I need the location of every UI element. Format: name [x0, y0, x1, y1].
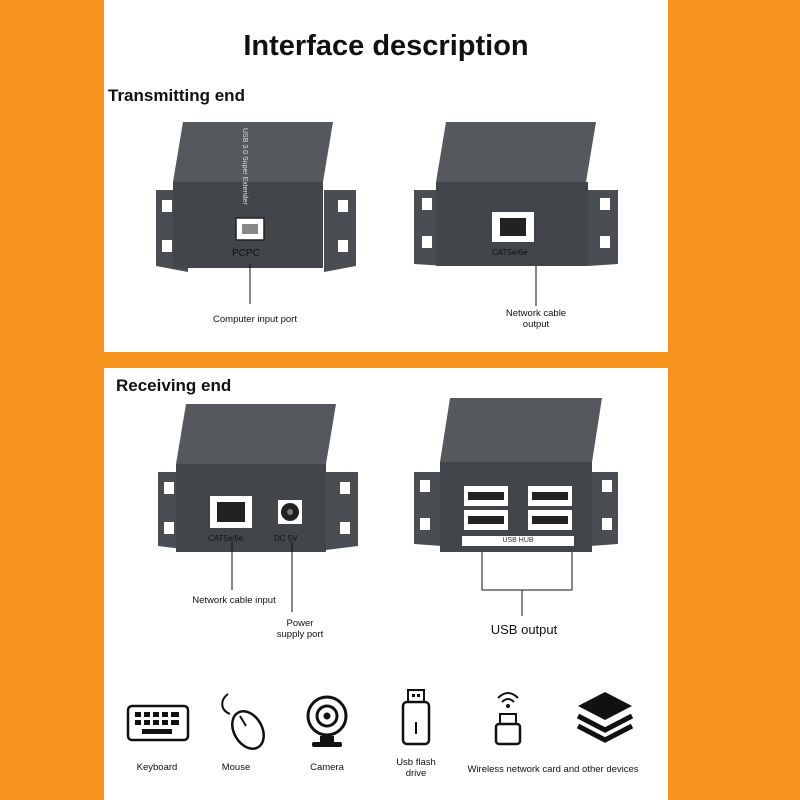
power-supply-caption: Power supply port [276, 618, 324, 640]
wireless-network-card-icon [488, 686, 528, 748]
mouse-icon [216, 690, 272, 754]
keyboard-label: Keyboard [136, 762, 178, 773]
cat-port-label-rx: CAT5e/6e [208, 534, 244, 543]
receiving-panel: Receiving end CAT5e/6e DC 5V Network cab… [104, 368, 668, 800]
mouse-label: Mouse [221, 762, 251, 773]
network-input-caption: Network cable input [192, 595, 276, 606]
transmitter-pc-side: USB 3.0 Super Extender PCPC [148, 118, 364, 278]
receiver-network-side: CAT5e/6e DC 5V [150, 400, 366, 560]
section-transmitting-label: Transmitting end [108, 86, 245, 105]
page-title: Interface description [243, 30, 529, 62]
usb-output-caption: USB output [490, 622, 558, 637]
usb-flash-drive-label: Usb flash drive [396, 757, 436, 779]
product-label-tx1: USB 3.0 Super Extender [241, 128, 248, 205]
transmitter-network-side: CAT5e/6e [410, 118, 626, 278]
network-output-caption: Network cable output [505, 308, 567, 330]
dc-port-label: DC 5V [274, 534, 298, 543]
cat-port-label-tx: CAT5e/6e [492, 248, 528, 257]
keyboard-icon [126, 698, 190, 748]
receiver-usb-side: USB HUB [410, 398, 626, 558]
layers-icon [574, 688, 636, 744]
usb-flash-drive-icon [400, 688, 432, 748]
pc-port-label: PCPC [232, 248, 260, 259]
transmitting-panel: Interface description Transmitting end U… [104, 0, 668, 352]
usb-hub-label: USB HUB [502, 537, 534, 544]
camera-label: Camera [310, 762, 344, 773]
computer-input-caption: Computer input port [213, 314, 297, 325]
camera-icon [302, 694, 352, 750]
section-receiving-label: Receiving end [116, 376, 232, 395]
wireless-network-card-label: Wireless network card and other devices [467, 764, 639, 775]
